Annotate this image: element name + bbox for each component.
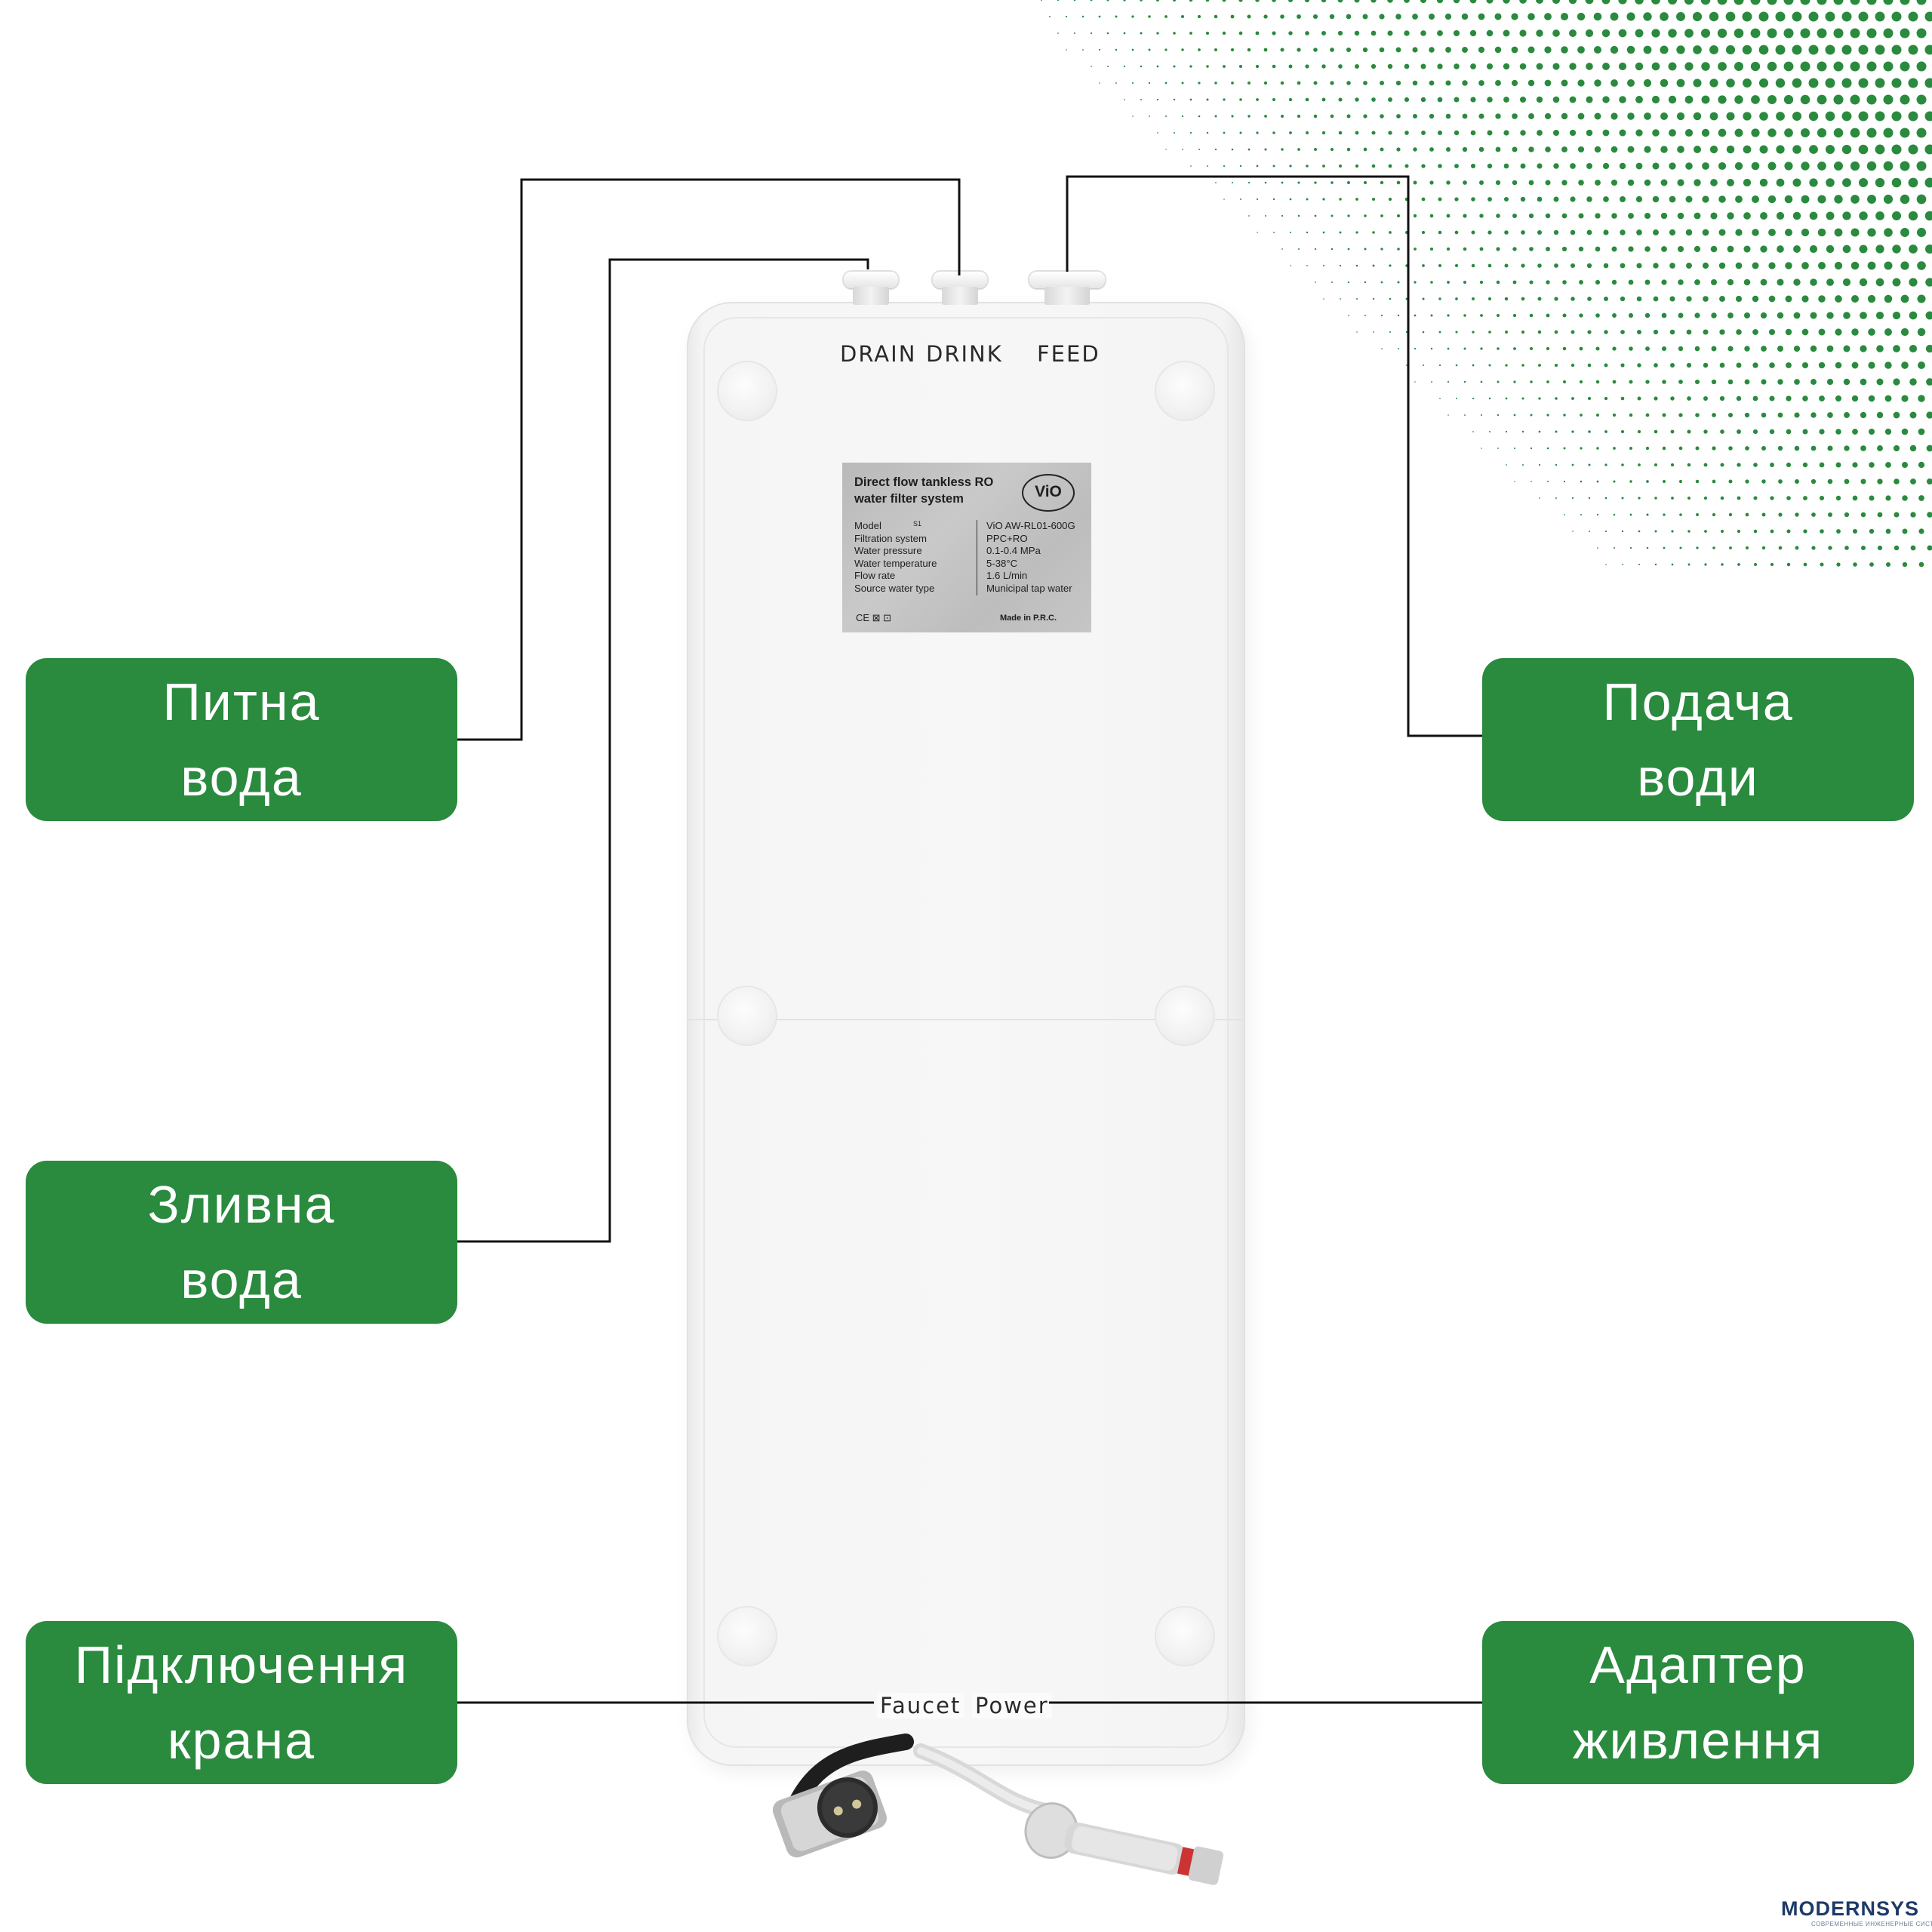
drink-label: DRINK xyxy=(926,341,1003,367)
made-in-label: Made in P.R.C. xyxy=(1000,614,1057,623)
feed-port xyxy=(1029,272,1105,305)
cables-and-connectors xyxy=(772,1734,1224,1885)
faucet-connector xyxy=(772,1770,887,1858)
drink-port xyxy=(933,272,987,305)
callout-drinking-water: Питна вода xyxy=(26,658,457,821)
modernsys-logo: MODERNSYS СОВРЕМЕННЫЕ ИНЖЕНЕРНЫЕ СИСТЕМЫ xyxy=(1781,1897,1932,1932)
rubber-foot xyxy=(1156,1607,1214,1665)
rubber-foot xyxy=(718,1607,776,1665)
power-port-label: Power xyxy=(972,1693,1052,1718)
certification-marks: CE ⊠ ⊡ xyxy=(856,612,892,623)
plate-title: Direct flow tankless RO water filter sys… xyxy=(854,475,994,506)
callout-faucet-connection: Підключення крана xyxy=(26,1621,457,1784)
brand-tagline: СОВРЕМЕННЫЕ ИНЖЕНЕРНЫЕ СИСТЕМЫ xyxy=(1811,1921,1932,1927)
rubber-foot xyxy=(1156,362,1214,420)
drain-label: DRAIN xyxy=(840,341,917,367)
faucet-port-label: Faucet xyxy=(877,1693,964,1718)
power-connector xyxy=(1024,1802,1224,1885)
rubber-foot xyxy=(718,362,776,420)
rubber-foot xyxy=(1156,987,1214,1044)
callout-drain-water: Зливна вода xyxy=(26,1161,457,1324)
callout-water-feed: Подача води xyxy=(1482,658,1914,821)
feed-label: FEED xyxy=(1037,341,1100,367)
spec-plate: Direct flow tankless RO water filter sys… xyxy=(842,463,1091,632)
callout-power-adapter: Адаптер живлення xyxy=(1482,1621,1914,1784)
panel-seam xyxy=(687,1019,1245,1020)
model-mark: S1 xyxy=(913,520,922,528)
rubber-foot xyxy=(718,987,776,1044)
vio-logo: ViO xyxy=(1022,474,1075,512)
brand-name: MODERNSYS xyxy=(1781,1897,1920,1920)
drain-port xyxy=(844,272,898,305)
